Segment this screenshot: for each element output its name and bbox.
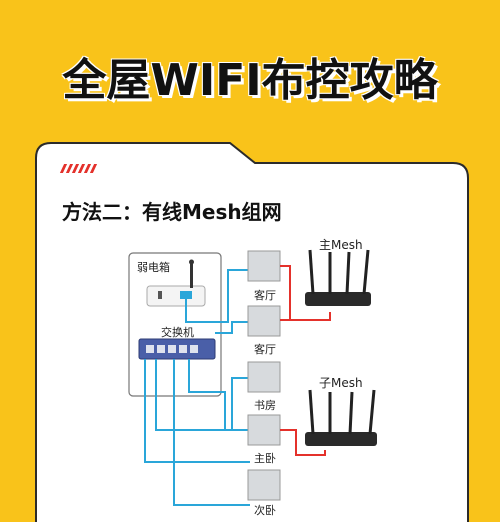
weak-box-label: 弱电箱 bbox=[137, 261, 170, 274]
page-title: 全屋WIFI布控攻略 bbox=[62, 55, 438, 106]
router-cables bbox=[280, 265, 331, 456]
sub-router-label: 子Mesh bbox=[319, 376, 363, 390]
panel-label-living-1: 客厅 bbox=[254, 289, 276, 302]
sub-router-icon bbox=[305, 389, 377, 446]
wall-panels bbox=[247, 250, 281, 501]
panel-label-second-bedroom: 次卧 bbox=[254, 504, 276, 517]
panel-label-study: 书房 bbox=[254, 399, 276, 412]
main-router-icon bbox=[305, 249, 371, 306]
network-switch-icon bbox=[138, 338, 216, 360]
switch-label: 交换机 bbox=[161, 326, 194, 339]
ethernet-cables bbox=[144, 269, 250, 506]
modem-icon bbox=[146, 259, 206, 307]
main-router-label: 主Mesh bbox=[319, 238, 363, 252]
method-title: 方法二：有线Mesh组网 bbox=[62, 200, 282, 224]
panel-label-master-bedroom: 主卧 bbox=[254, 452, 276, 465]
panel-label-living-2: 客厅 bbox=[254, 343, 276, 356]
